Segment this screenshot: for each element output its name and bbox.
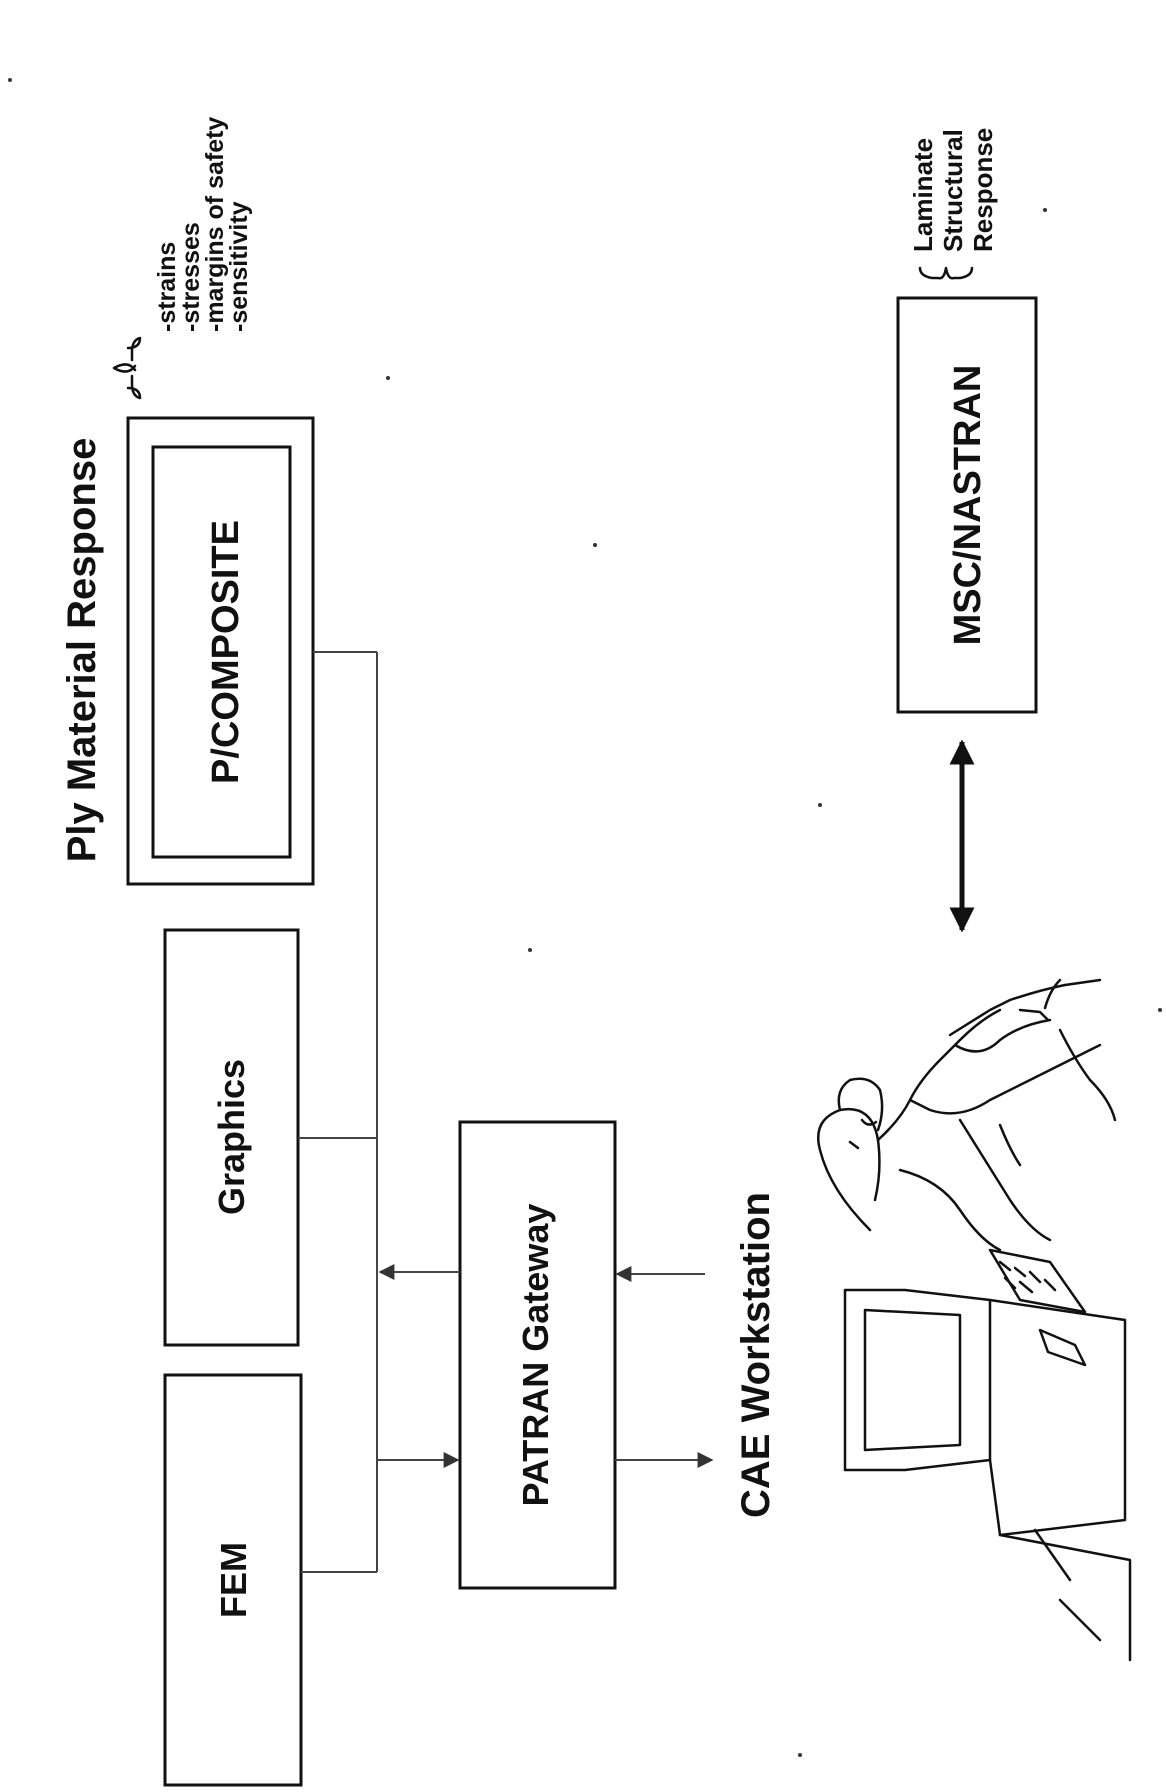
engineer-at-workstation-icon xyxy=(818,980,1130,1660)
computer-terminal-icon xyxy=(845,1250,1130,1660)
fem-box: FEM xyxy=(165,1375,301,1785)
laminate-response-line: Response xyxy=(968,128,998,252)
laminate-structural-response-label: Laminate Structural Response xyxy=(908,128,998,252)
ply-output-item: -sensitivity xyxy=(225,201,253,332)
msc-nastran-label: MSC/NASTRAN xyxy=(947,365,989,646)
msc-nastran-box: MSC/NASTRAN xyxy=(898,298,1036,712)
patran-gateway-label: PATRAN Gateway xyxy=(515,1204,556,1507)
patran-gateway-box: PATRAN Gateway xyxy=(460,1122,615,1588)
p-composite-box: P/COMPOSITE xyxy=(128,418,313,884)
ply-outputs-list: -strains -stresses -margins of safety -s… xyxy=(153,117,253,332)
laminate-response-line: Structural xyxy=(938,129,968,252)
p-composite-label: P/COMPOSITE xyxy=(205,520,247,784)
connection-bus xyxy=(298,652,712,1572)
cae-workstation-label: CAE Workstation xyxy=(734,1192,778,1518)
ply-material-response-label: Ply Material Response xyxy=(60,438,104,863)
fem-label: FEM xyxy=(213,1542,254,1618)
ply-outputs-brace xyxy=(114,338,140,398)
laminate-response-brace xyxy=(920,268,972,278)
laminate-response-line: Laminate xyxy=(908,138,938,252)
graphics-box: Graphics xyxy=(165,930,298,1345)
graphics-label: Graphics xyxy=(211,1059,252,1215)
